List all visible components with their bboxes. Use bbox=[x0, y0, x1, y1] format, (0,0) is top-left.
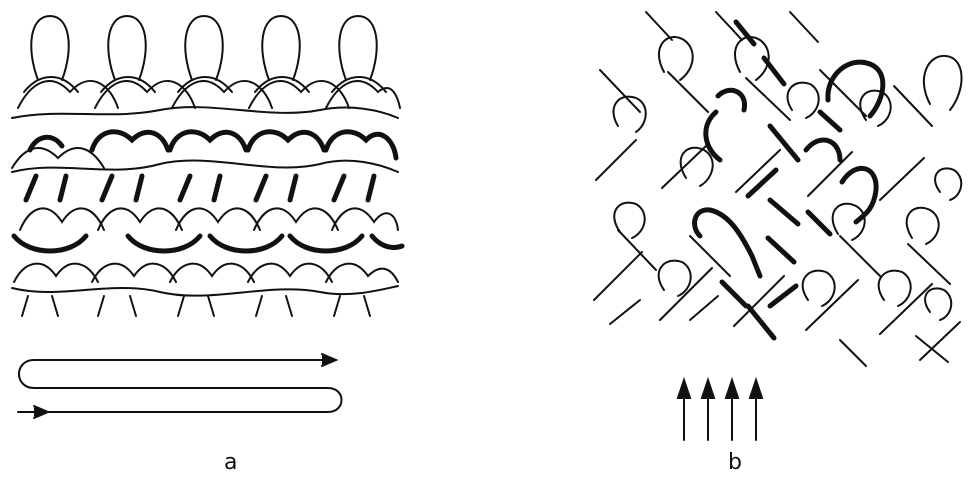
yarn-path-arrow-icon bbox=[18, 354, 342, 418]
bottom-legs bbox=[22, 296, 370, 316]
highlighted-yarn bbox=[695, 22, 883, 338]
stitch-loops bbox=[610, 37, 962, 324]
underlaps bbox=[594, 12, 960, 366]
course-row-3 bbox=[14, 208, 402, 251]
caption-panel-a: a bbox=[224, 452, 237, 474]
panel-b-warp-knit bbox=[594, 12, 962, 440]
course-row-2-highlight bbox=[12, 132, 398, 172]
feed-direction-arrows-icon bbox=[678, 380, 762, 440]
panel-a-weft-knit bbox=[12, 16, 402, 418]
caption-panel-b: b bbox=[728, 452, 742, 474]
course-row-1 bbox=[12, 77, 400, 118]
course-row-4 bbox=[12, 264, 398, 296]
top-loops bbox=[31, 16, 377, 80]
legs-thick bbox=[26, 176, 374, 200]
